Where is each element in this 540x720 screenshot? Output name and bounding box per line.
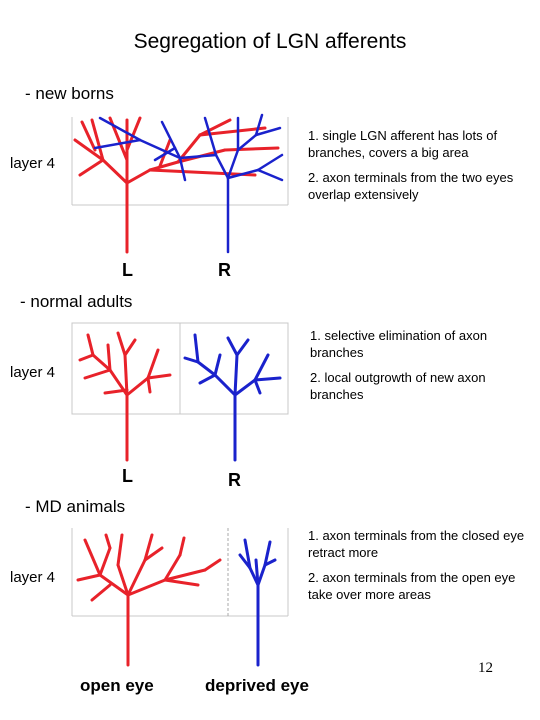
layer4-label-newborns: layer 4 bbox=[10, 155, 56, 172]
open-eye-arbor bbox=[76, 533, 222, 667]
label-right-eye: R bbox=[218, 260, 231, 280]
adults-note-2: 2. local outgrowth of new axon branches bbox=[310, 370, 486, 402]
section-heading-adults: - normal adults bbox=[20, 292, 133, 311]
label-right-eye-adult: R bbox=[228, 470, 241, 490]
label-left-eye-adult: L bbox=[122, 466, 133, 486]
newborns-note-2: 2. axon terminals from the two eyes over… bbox=[308, 170, 514, 202]
section-heading-md: - MD animals bbox=[25, 497, 126, 516]
md-note-1: 1. axon terminals from the closed eye re… bbox=[308, 528, 525, 560]
layer4-frame-newborns bbox=[71, 117, 289, 206]
label-left-eye: L bbox=[122, 260, 133, 280]
right-eye-arbor-newborn bbox=[93, 113, 284, 254]
label-deprived-eye: deprived eye bbox=[205, 676, 309, 695]
left-eye-arbor-adult bbox=[78, 331, 172, 462]
layer4-label-md: layer 4 bbox=[10, 569, 56, 586]
label-open-eye: open eye bbox=[80, 676, 154, 695]
newborns-note-1: 1. single LGN afferent has lots of branc… bbox=[308, 128, 498, 160]
layer4-frame-adults bbox=[71, 322, 289, 415]
left-eye-arbor-newborn bbox=[73, 116, 280, 254]
right-eye-arbor-adult bbox=[183, 333, 282, 462]
deprived-eye-arbor bbox=[238, 538, 277, 667]
md-note-2: 2. axon terminals from the open eye take… bbox=[308, 570, 516, 602]
section-heading-newborns: - new borns bbox=[25, 84, 114, 103]
layer4-frame-md bbox=[71, 528, 289, 617]
layer4-label-adults: layer 4 bbox=[10, 364, 56, 381]
page-number: 12 bbox=[478, 660, 493, 676]
page-title: Segregation of LGN afferents bbox=[133, 30, 407, 53]
adults-note-1: 1. selective elimination of axon branche… bbox=[310, 328, 488, 360]
